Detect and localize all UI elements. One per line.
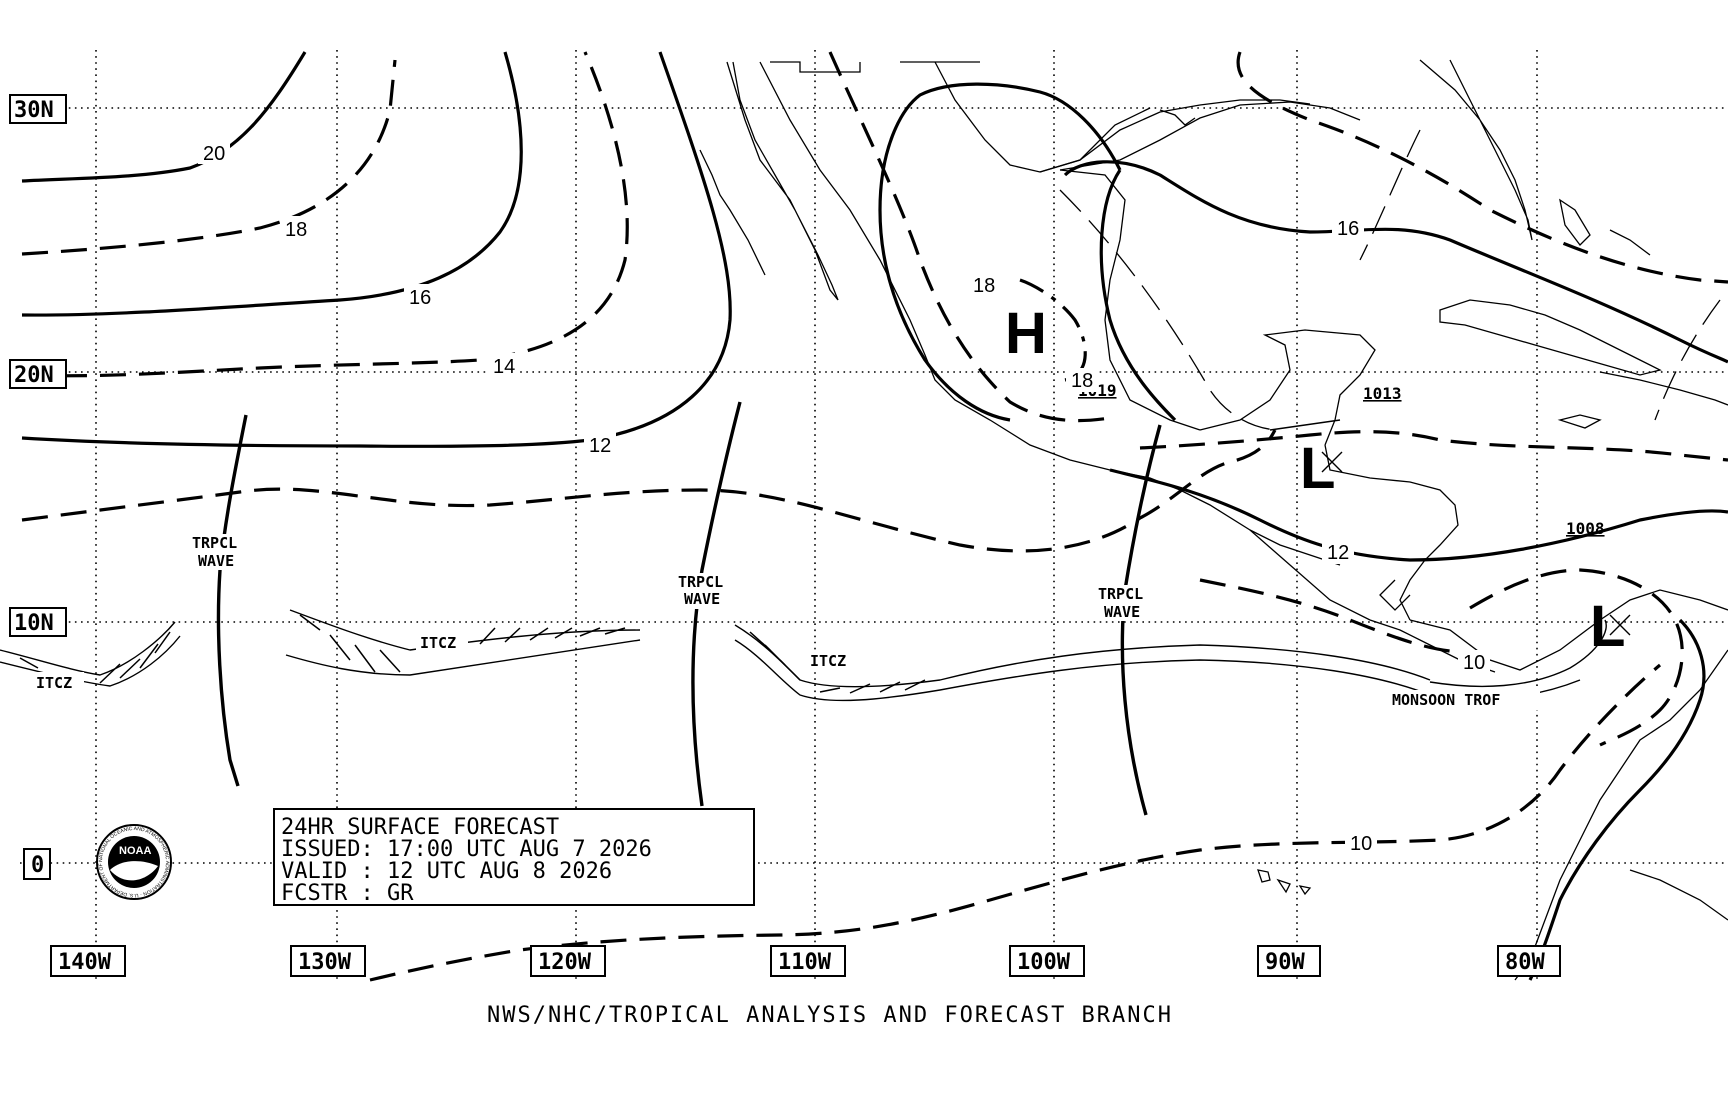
isobar-label: 18	[973, 275, 995, 297]
high-pressure-center: H	[1005, 301, 1047, 366]
footer-credit: NWS/NHC/TROPICAL ANALYSIS AND FORECAST B…	[487, 1003, 1173, 1028]
isobar-label: 14	[493, 356, 515, 378]
lat-label-equator: 0	[31, 853, 44, 878]
info-line-forecaster: FCSTR : GR	[281, 881, 414, 906]
lon-label-140w: 140W	[58, 950, 112, 975]
lat-label-10n: 10N	[14, 611, 54, 636]
isobar-label: 10	[1350, 833, 1372, 855]
isobar-label: 18	[1071, 370, 1093, 392]
noaa-logo-text: NOAA	[119, 845, 151, 857]
info-line-issued: ISSUED: 17:00 UTC AUG 7 2026	[281, 837, 652, 862]
isobar-labels: 20 18 16 14 12 18 18 16 12 10 10	[198, 140, 1490, 855]
forecast-info-box: 24HR SURFACE FORECAST ISSUED: 17:00 UTC …	[273, 808, 755, 906]
itcz-and-monsoon-trough	[0, 609, 1607, 702]
trough-lines	[1059, 129, 1721, 431]
lon-label-100w: 100W	[1017, 950, 1071, 975]
tropical-wave-label: WAVE	[684, 590, 720, 608]
isobar-label: 16	[409, 287, 431, 309]
monsoon-trough-label: MONSOON TROF	[1392, 691, 1500, 709]
isobar-label: 12	[1327, 542, 1349, 564]
itcz-label: ITCZ	[36, 674, 72, 692]
isobars	[21, 51, 1728, 982]
tropical-wave-line	[691, 401, 742, 807]
noaa-logo-ring-text: NATIONAL OCEANIC AND ATMOSPHERIC ADMINIS…	[0, 0, 170, 898]
lon-label-110w: 110W	[778, 950, 832, 975]
low-center-pressure-1: 1013	[1363, 384, 1402, 403]
isobar-label: 16	[1337, 218, 1359, 240]
noaa-logo: NOAA NATIONAL OCEANIC AND ATMOSPHERIC AD…	[0, 0, 172, 900]
low-pressure-center-2: L	[1590, 594, 1625, 659]
isobar-label: 12	[589, 435, 611, 457]
low-pressure-center-1: L	[1300, 436, 1335, 501]
svg-text:NATIONAL OCEANIC AND ATMOSPHER: NATIONAL OCEANIC AND ATMOSPHERIC ADMINIS…	[0, 0, 170, 898]
isobar-label: 18	[285, 219, 307, 241]
longitude-labels: 140W 130W 120W 110W 100W 90W 80W	[50, 945, 1561, 977]
lat-label-20n: 20N	[14, 363, 54, 388]
feature-labels: TRPCL WAVE TRPCL WAVE TRPCL WAVE ITCZ IT…	[32, 534, 1540, 710]
latitude-labels: 30N 20N 10N 0	[9, 94, 67, 880]
coastlines	[699, 59, 1728, 981]
lon-label-130w: 130W	[298, 950, 352, 975]
tropical-wave-label: WAVE	[198, 552, 234, 570]
info-line-valid: VALID : 12 UTC AUG 8 2026	[281, 859, 612, 884]
lon-label-120w: 120W	[538, 950, 592, 975]
pressure-centers: H L L 1019 1013 1008	[1005, 301, 1631, 659]
lat-label-30n: 30N	[14, 98, 54, 123]
tropical-wave-label: TRPCL	[678, 573, 723, 591]
tropical-wave-label: TRPCL	[1098, 585, 1143, 603]
low-center-pressure-2: 1008	[1566, 519, 1605, 538]
lon-label-80w: 80W	[1505, 950, 1545, 975]
isobar-label: 20	[203, 143, 225, 165]
itcz-label: ITCZ	[810, 652, 846, 670]
info-line-product: 24HR SURFACE FORECAST	[281, 815, 559, 840]
lon-label-90w: 90W	[1265, 950, 1305, 975]
tropical-wave-label: TRPCL	[192, 534, 237, 552]
tropical-wave-label: WAVE	[1104, 603, 1140, 621]
itcz-label: ITCZ	[420, 634, 456, 652]
tropical-wave-line	[216, 414, 248, 787]
isobar-label: 10	[1463, 652, 1485, 674]
